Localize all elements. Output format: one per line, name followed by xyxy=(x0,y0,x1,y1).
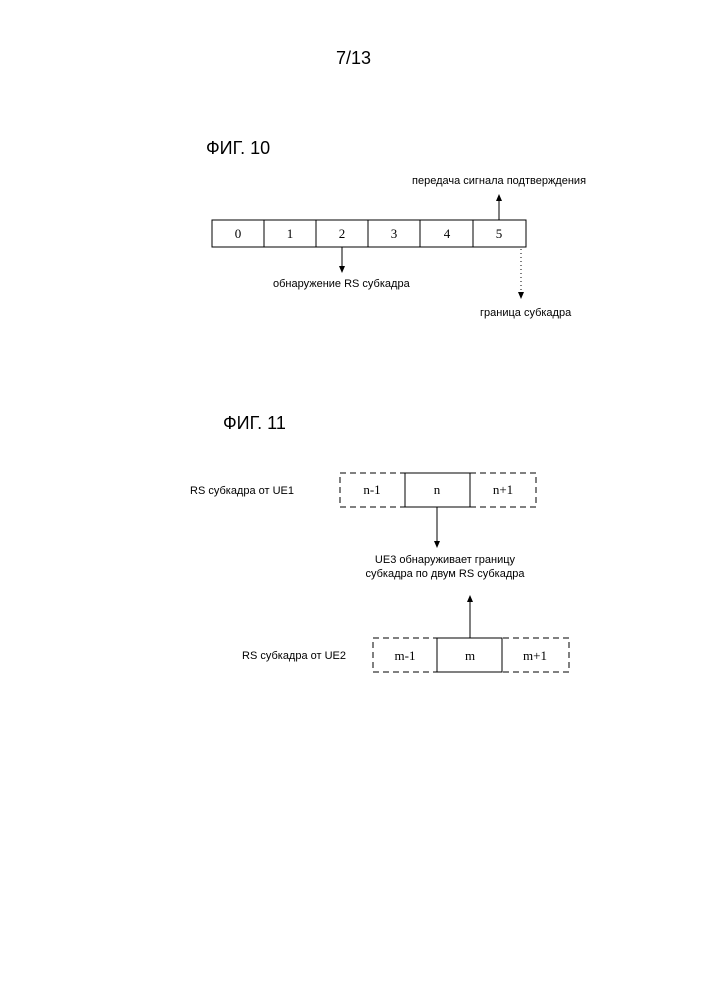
ue3-description: UE3 обнаруживает границу субкадра по дву… xyxy=(345,553,545,581)
ue2-subframe-row: m-1 m m+1 xyxy=(373,638,569,672)
fig10-cell-5: 5 xyxy=(496,226,503,241)
fig10-cell-0: 0 xyxy=(235,226,242,241)
fig10-cell-1: 1 xyxy=(287,226,294,241)
fig10-cell-4: 4 xyxy=(444,226,451,241)
ue1-cell-current: n xyxy=(434,482,441,497)
ue1-row-label: RS субкадра от UE1 xyxy=(190,485,294,497)
fig10-cell-3: 3 xyxy=(391,226,398,241)
ue2-cell-next: m+1 xyxy=(523,648,547,663)
ue1-cell-next: n+1 xyxy=(493,482,513,497)
ue3-description-line2: субкадра по двум RS субкадра xyxy=(345,567,545,581)
rs-detection-label: обнаружение RS субкадра xyxy=(273,278,410,290)
ue2-cell-prev: m-1 xyxy=(395,648,416,663)
ue3-description-line1: UE3 обнаруживает границу xyxy=(345,553,545,567)
fig10-subframe-row: 0 1 2 3 4 5 xyxy=(212,220,526,247)
fig10-cell-2: 2 xyxy=(339,226,346,241)
fig11-title: ФИГ. 11 xyxy=(223,413,286,434)
ue2-cell-current: m xyxy=(465,648,475,663)
subframe-boundary-label: граница субкадра xyxy=(480,307,571,319)
ue2-row-label: RS субкадра от UE2 xyxy=(242,650,346,662)
ue1-subframe-row: n-1 n n+1 xyxy=(340,473,536,507)
ue1-cell-prev: n-1 xyxy=(363,482,380,497)
